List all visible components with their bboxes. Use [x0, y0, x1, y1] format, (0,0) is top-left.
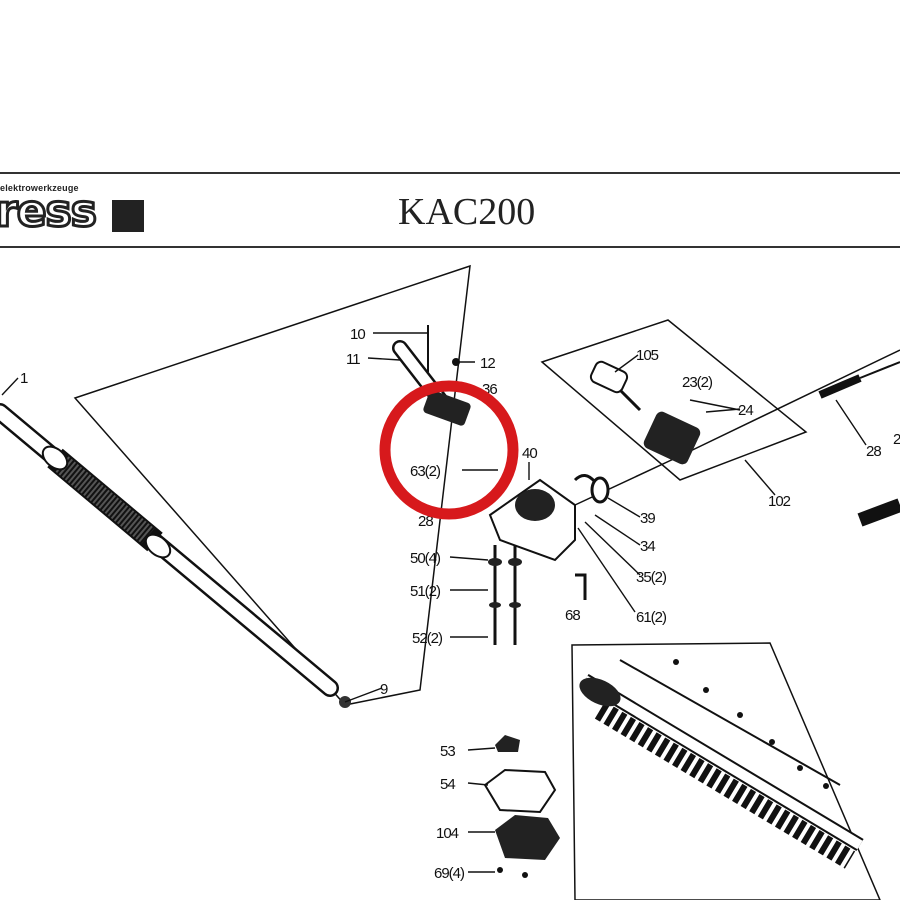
callout-51: 51(2)	[410, 583, 441, 600]
handle-part	[392, 325, 471, 426]
brand-tagline: elektrowerkzeuge	[0, 183, 79, 193]
shaft-assembly-frame	[73, 264, 471, 706]
gearhead-parts	[589, 360, 900, 465]
callout-11: 11	[346, 351, 360, 368]
callout-52: 52(2)	[412, 630, 443, 647]
header-bottom-rule	[0, 246, 900, 248]
callout-69: 69(4)	[434, 865, 465, 882]
callout-39: 39	[640, 510, 655, 527]
shaft-part	[0, 403, 351, 708]
callout-53: 53	[440, 743, 455, 760]
callout-105: 105	[636, 347, 659, 364]
callout-104: 104	[436, 825, 459, 842]
callout-68: 68	[565, 607, 580, 624]
gearbox-housing	[488, 349, 900, 645]
callout-40: 40	[522, 445, 537, 462]
callout-28: 28	[866, 443, 881, 460]
header-top-rule	[0, 172, 900, 174]
callout-63: 63(2)	[410, 463, 441, 480]
leader-lines	[1, 332, 867, 873]
red-highlight-circle	[379, 380, 519, 520]
callout-9: 9	[380, 681, 388, 698]
callout-34: 34	[640, 538, 655, 555]
callout-24: 24	[738, 402, 753, 419]
callout-2: 2	[893, 431, 900, 448]
brand-logo-text: ress	[0, 186, 98, 237]
callout-1: 1	[20, 370, 28, 387]
blade-parts	[579, 498, 900, 869]
callout-10: 10	[350, 326, 365, 343]
gearhead-frame	[540, 319, 808, 481]
brand-logo-icon	[112, 200, 144, 232]
model-title: KAC200	[398, 191, 536, 233]
callout-54: 54	[440, 776, 455, 793]
callout-23: 23(2)	[682, 374, 713, 391]
callout-labels: 1 10 11 12 36 63(2) 40 28 9 50(4) 51(2) …	[20, 326, 900, 882]
blade-frame	[571, 642, 881, 900]
lower-parts	[483, 735, 560, 878]
callout-102: 102	[768, 493, 791, 510]
callout-12: 12	[480, 355, 495, 372]
callout-61: 61(2)	[636, 609, 667, 626]
callout-50: 50(4)	[410, 550, 441, 567]
callout-35: 35(2)	[636, 569, 667, 586]
callout-28-lower: 28	[418, 513, 433, 530]
